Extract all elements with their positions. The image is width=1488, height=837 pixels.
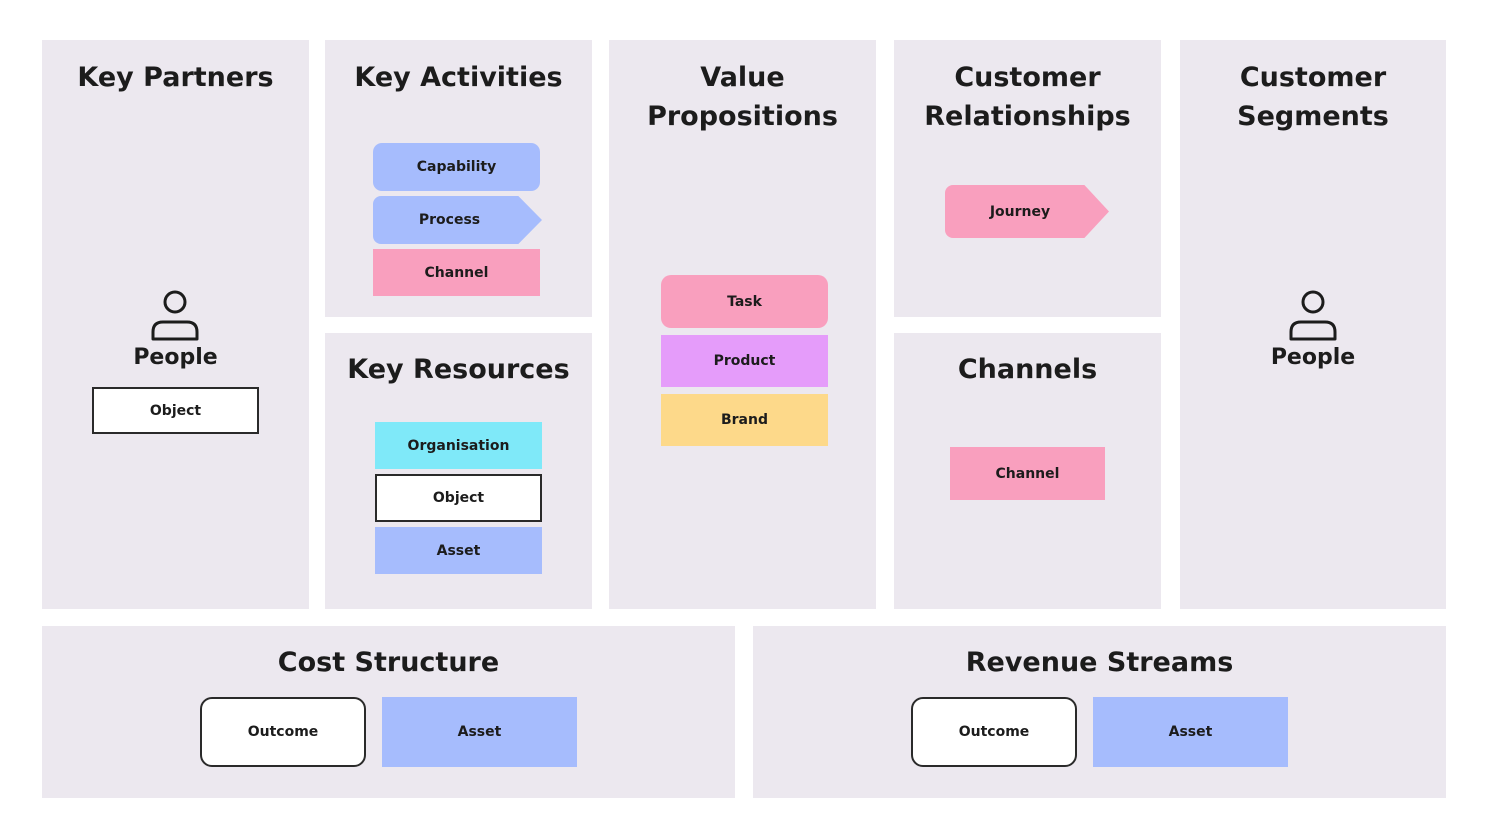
people-label: People	[1270, 345, 1356, 370]
object-chip[interactable]: Object	[92, 387, 259, 434]
key-partners-panel: Key Partners People Object	[42, 40, 309, 609]
key-partners-title: Key Partners	[77, 62, 274, 93]
customer-segments-panel: Customer Segments People	[1180, 40, 1446, 609]
person-icon	[151, 290, 199, 341]
cost-structure-panel: Cost Structure Outcome Asset	[42, 626, 735, 798]
organisation-chip[interactable]: Organisation	[375, 422, 542, 469]
task-chip[interactable]: Task	[661, 275, 828, 328]
channels-title: Channels	[957, 354, 1098, 385]
channel-chip[interactable]: Channel	[950, 447, 1105, 500]
asset-chip[interactable]: Asset	[1093, 697, 1288, 767]
brand-chip[interactable]: Brand	[661, 394, 828, 446]
object-chip[interactable]: Object	[375, 474, 542, 522]
asset-chip[interactable]: Asset	[382, 697, 577, 767]
key-resources-title: Key Resources	[347, 354, 570, 385]
customer-segments-title-line2: Segments	[1237, 101, 1389, 132]
revenue-streams-panel: Revenue Streams Outcome Asset	[753, 626, 1446, 798]
asset-chip[interactable]: Asset	[375, 527, 542, 574]
person-icon	[1289, 290, 1337, 341]
customer-segments-title-line1: Customer	[1239, 62, 1387, 93]
outcome-chip[interactable]: Outcome	[911, 697, 1077, 767]
key-activities-title: Key Activities	[354, 62, 563, 93]
key-resources-panel: Key Resources Organisation Object Asset	[325, 333, 592, 609]
product-chip[interactable]: Product	[661, 335, 828, 387]
process-chip[interactable]: Process	[373, 196, 542, 244]
journey-chip[interactable]: Journey	[945, 185, 1109, 238]
channels-panel: Channels Channel	[894, 333, 1161, 609]
value-propositions-title-line1: Value	[700, 62, 785, 93]
value-propositions-title-line2: Propositions	[647, 101, 838, 132]
value-propositions-panel: Value Propositions Task Product Brand	[609, 40, 876, 609]
customer-relationships-title-line2: Relationships	[924, 101, 1131, 132]
outcome-chip[interactable]: Outcome	[200, 697, 366, 767]
revenue-streams-title: Revenue Streams	[965, 647, 1234, 678]
channel-chip[interactable]: Channel	[373, 249, 540, 296]
capability-chip[interactable]: Capability	[373, 143, 540, 191]
customer-relationships-panel: Customer Relationships Journey	[894, 40, 1161, 317]
key-activities-panel: Key Activities Capability Process Channe…	[325, 40, 592, 317]
customer-relationships-title-line1: Customer	[954, 62, 1101, 93]
cost-structure-title: Cost Structure	[277, 647, 500, 678]
people-label: People	[133, 345, 218, 370]
